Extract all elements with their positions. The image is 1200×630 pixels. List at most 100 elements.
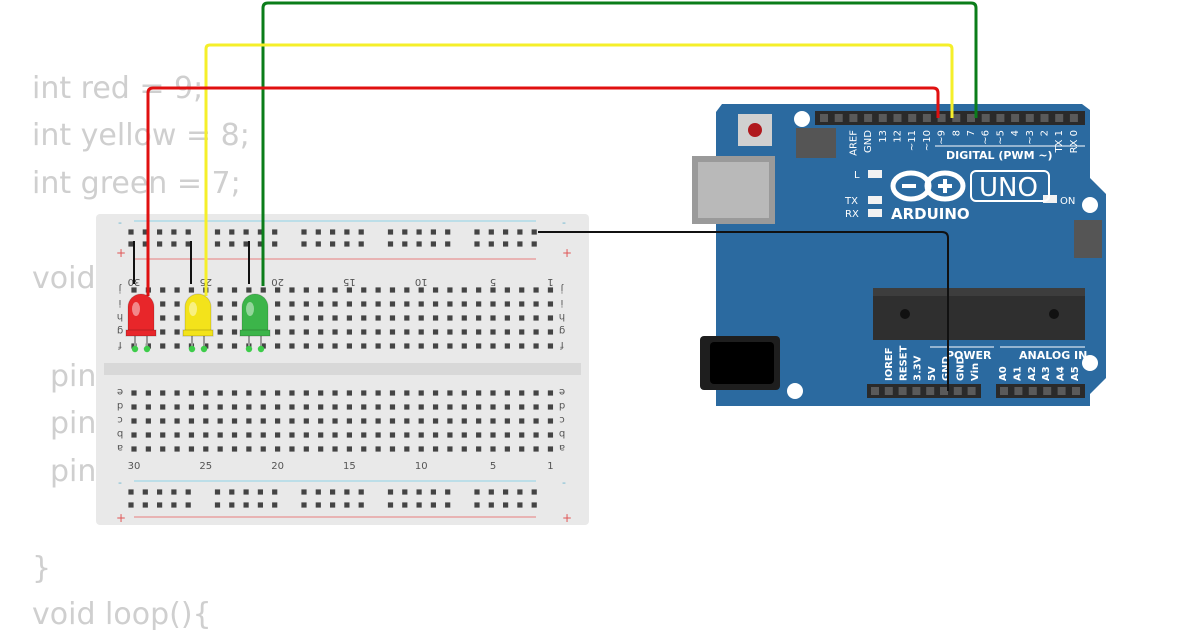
- breadboard-hole: [188, 446, 195, 452]
- analog-header-label: ANALOG IN: [1019, 349, 1087, 362]
- breadboard-hole: [519, 315, 525, 321]
- rail-hole: [488, 502, 494, 508]
- breadboard-hole: [476, 404, 482, 410]
- rail-hole: [488, 489, 494, 495]
- rail-hole: [474, 229, 480, 235]
- breadboard-hole: [303, 404, 309, 410]
- breadboard-hole: [217, 390, 223, 396]
- rail-hole: [358, 489, 364, 495]
- breadboard-hole: [318, 287, 324, 293]
- breadboard-hole: [303, 432, 309, 438]
- breadboard-hole: [174, 287, 180, 293]
- leds: [125, 293, 271, 353]
- rail-hole: [358, 229, 364, 235]
- column-label: 5: [490, 276, 496, 287]
- rail-hole: [387, 229, 394, 235]
- breadboard-hole: [361, 315, 367, 321]
- breadboard-hole: [346, 329, 352, 335]
- rail-hole: [358, 502, 364, 508]
- breadboard-hole: [303, 418, 309, 424]
- breadboard-hole: [533, 404, 539, 410]
- breadboard-hole: [246, 432, 252, 438]
- breadboard-hole: [160, 432, 166, 438]
- reset-button-cap[interactable]: [748, 123, 762, 137]
- breadboard-hole: [461, 432, 467, 438]
- red-wire[interactable]: [146, 86, 940, 296]
- code-line: }: [32, 551, 52, 586]
- breadboard-hole: [461, 418, 467, 424]
- ground-wire[interactable]: [538, 231, 949, 391]
- breadboard-hole: [174, 315, 180, 321]
- column-label: 20: [271, 461, 284, 472]
- breadboard-hole: [432, 287, 439, 293]
- rail-hole: [315, 229, 321, 235]
- red-led[interactable]: [125, 293, 157, 353]
- wires: [133, 1, 978, 391]
- rail-hole: [301, 229, 307, 235]
- rail-hole: [488, 229, 494, 235]
- breadboard-hole: [289, 287, 295, 293]
- breadboard-hole: [231, 343, 238, 349]
- breadboard-hole: [504, 287, 510, 293]
- arduino-infinity-logo: [890, 170, 966, 202]
- breadboard-hole: [332, 390, 338, 396]
- rail-hole: [142, 502, 148, 508]
- analog-pin: [1014, 387, 1023, 395]
- breadboard-hole: [404, 404, 410, 410]
- breadboard-hole: [289, 390, 295, 396]
- digital-pin: [1011, 114, 1020, 122]
- rail-hole: [387, 502, 394, 508]
- breadboard-hole: [231, 432, 238, 438]
- row-label: c: [117, 414, 123, 425]
- code-line: int green = 7;: [32, 166, 241, 201]
- breadboard-hole: [375, 446, 381, 452]
- breadboard-hole: [418, 432, 424, 438]
- power-pin: [967, 387, 976, 395]
- breadboard-hole: [275, 343, 281, 349]
- green-led[interactable]: [239, 293, 271, 353]
- breadboard-hole: [375, 404, 381, 410]
- breadboard-hole: [160, 301, 166, 307]
- breadboard-hole: [289, 404, 295, 410]
- digital-pin-label: GND: [863, 130, 874, 153]
- rail-hole: [257, 229, 263, 235]
- rail-hole: [402, 229, 408, 235]
- digital-pin: [1055, 114, 1064, 122]
- breadboard-hole: [160, 315, 166, 321]
- breadboard-hole: [447, 315, 453, 321]
- breadboard-hole: [289, 343, 295, 349]
- rail-hole: [243, 241, 249, 247]
- digital-pin: [878, 114, 887, 122]
- digital-pin-label: 8: [951, 130, 962, 136]
- yellow-wire[interactable]: [204, 43, 954, 296]
- onboard-led-l: [868, 170, 882, 178]
- analog-pin-label: A1: [1012, 366, 1023, 381]
- breadboard-hole: [519, 390, 525, 396]
- power-pin-header: [867, 384, 981, 398]
- breadboard-hole: [361, 432, 367, 438]
- breadboard-hole: [318, 343, 324, 349]
- breadboard-hole: [160, 343, 166, 349]
- breadboard-hole: [145, 343, 151, 349]
- breadboard-hole: [375, 432, 381, 438]
- rail-hole: [315, 489, 321, 495]
- breadboard-hole: [231, 446, 238, 452]
- breadboard-hole: [432, 390, 439, 396]
- analog-pin-label: A3: [1041, 366, 1052, 381]
- breadboard-hole: [361, 404, 367, 410]
- breadboard-hole: [260, 432, 266, 438]
- analog-pin-label: A2: [1027, 366, 1038, 381]
- rail-hole: [157, 489, 163, 495]
- breadboard-hole: [318, 329, 324, 335]
- rail-hole: [474, 241, 480, 247]
- breadboard-hole: [203, 432, 209, 438]
- breadboard-hole: [231, 287, 238, 293]
- column-label: 15: [343, 461, 356, 472]
- green-wire[interactable]: [261, 1, 978, 286]
- yellow-led[interactable]: [182, 293, 214, 353]
- rail-minus-label: -: [562, 216, 566, 229]
- rail-hole: [344, 502, 350, 508]
- breadboard-hole: [275, 287, 281, 293]
- breadboard-hole: [318, 446, 324, 452]
- breadboard-hole: [547, 404, 554, 410]
